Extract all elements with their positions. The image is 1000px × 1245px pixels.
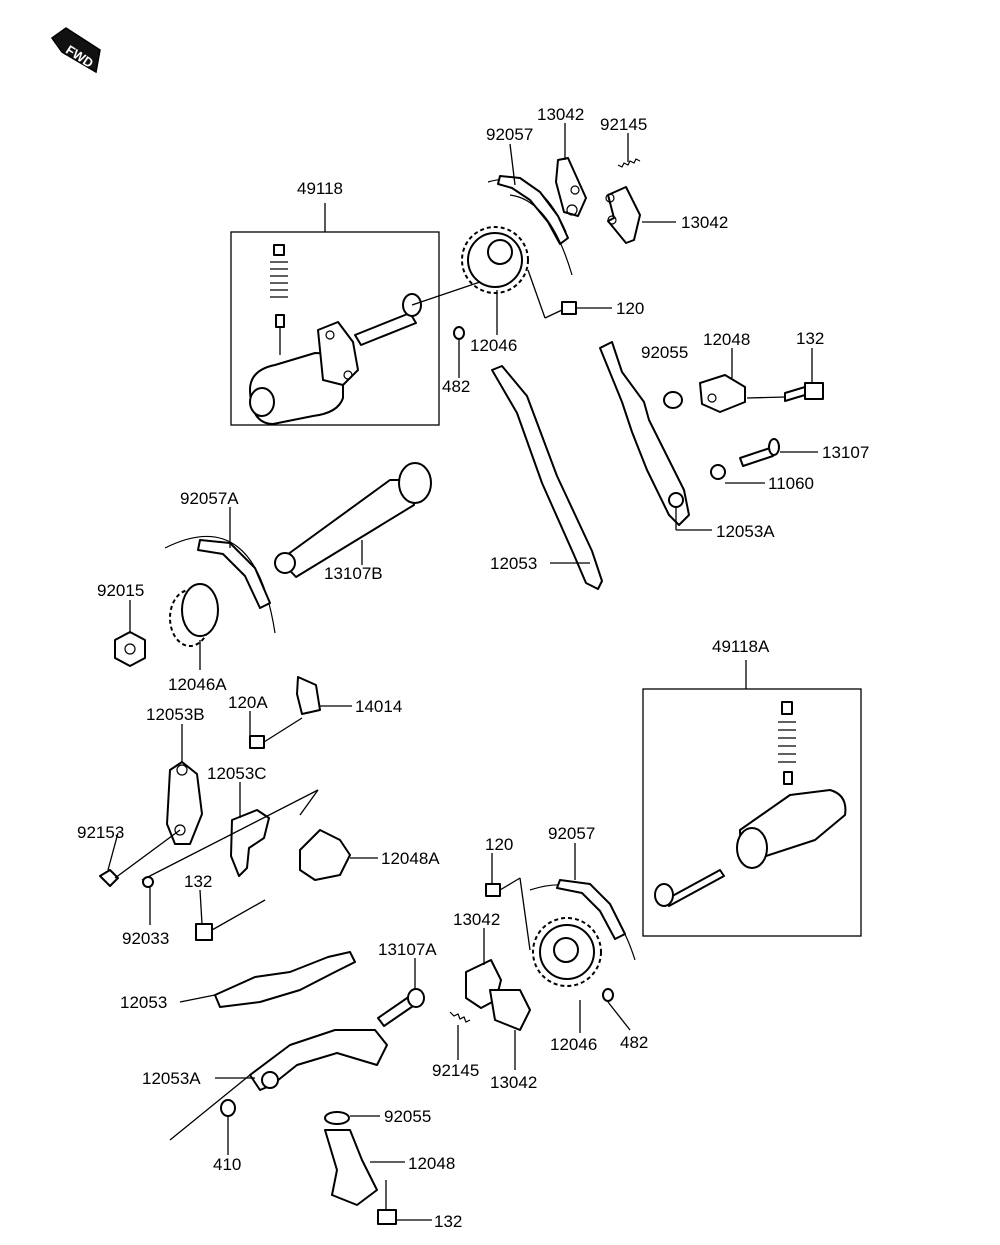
label-12046A: 12046A (168, 675, 227, 694)
part-12053-guide-mid (491, 365, 603, 590)
part-13107B-shaft (274, 462, 432, 578)
part-92015-nut (114, 631, 146, 667)
label-120A: 120A (228, 693, 268, 712)
part-120-bolt-top (527, 269, 577, 319)
label-92015: 92015 (97, 581, 144, 600)
part-labels: 49118 92057 13042 92145 13042 120 12046 … (77, 105, 869, 1231)
part-12046-sprocket-low (532, 917, 602, 987)
label-12053A-low: 12053A (142, 1069, 201, 1088)
label-482-low: 482 (620, 1033, 648, 1052)
fwd-arrow-icon: FWD (50, 27, 101, 74)
part-12048-tensioner-top (699, 374, 746, 413)
label-13107A: 13107A (378, 940, 437, 959)
label-132-mid: 132 (184, 872, 212, 891)
label-12048-low: 12048 (408, 1154, 455, 1173)
part-13042-weight-right (605, 186, 641, 244)
label-11060: 11060 (768, 474, 814, 493)
part-482-ring-low (602, 988, 614, 1002)
label-13042-low: 13042 (453, 910, 500, 929)
label-92033: 92033 (122, 929, 169, 948)
part-92153-bolt (99, 829, 181, 887)
part-14014-bracket (296, 676, 321, 715)
label-12053-mid: 12053 (490, 554, 537, 573)
part-120-bolt-low (485, 877, 531, 951)
label-12046-top: 12046 (470, 336, 517, 355)
label-92153: 92153 (77, 823, 124, 842)
part-13042-weight-top (555, 157, 587, 217)
label-12053A-top: 12053A (716, 522, 775, 541)
part-482-ring-top (453, 326, 465, 340)
part-12046A-gear (169, 583, 219, 670)
part-12053-guide-low (214, 951, 356, 1008)
label-132-low: 132 (434, 1212, 462, 1231)
part-13042-weight-low2 (489, 989, 531, 1031)
label-12046-low: 12046 (550, 1035, 597, 1054)
part-49118-camshaft-assembly (230, 203, 440, 426)
part-11060-washer (710, 464, 726, 480)
label-12048-top: 12048 (703, 330, 750, 349)
label-92055-top: 92055 (641, 343, 688, 362)
label-92055-low: 92055 (384, 1107, 431, 1126)
part-12048A-tensioner (299, 829, 351, 881)
label-92145-top: 92145 (600, 115, 647, 134)
label-13042-right: 13042 (681, 213, 728, 232)
label-12048A: 12048A (381, 849, 440, 868)
part-132-bolt-mid (195, 899, 266, 941)
label-92057-top: 92057 (486, 125, 533, 144)
label-13107: 13107 (822, 443, 869, 462)
label-482-top: 482 (442, 377, 470, 396)
box-49118 (230, 231, 440, 426)
part-92057A-chain (164, 535, 276, 634)
label-49118A: 49118A (712, 637, 770, 656)
label-13042-top: 13042 (537, 105, 584, 124)
part-92055-oring-top (663, 391, 683, 409)
part-12053B-guide (166, 761, 203, 845)
part-13107-pin (739, 438, 780, 467)
part-92145-spring-low (449, 1011, 471, 1023)
label-13042-low2: 13042 (490, 1073, 537, 1092)
label-410: 410 (213, 1155, 241, 1174)
part-12053A-tensioner-guide-top (599, 341, 690, 526)
leader-lines (107, 123, 818, 1221)
label-92057-low: 92057 (548, 824, 595, 843)
label-132-top: 132 (796, 329, 824, 348)
label-49118: 49118 (297, 179, 343, 198)
label-120-low: 120 (485, 835, 513, 854)
label-92057A: 92057A (180, 489, 239, 508)
part-12046-sprocket-top (411, 226, 529, 306)
part-49118A-camshaft-assembly (642, 660, 862, 937)
part-92057-chain-low (529, 879, 636, 961)
label-12053-low: 12053 (120, 993, 167, 1012)
label-12053C: 12053C (207, 764, 267, 783)
part-410-washer (220, 1099, 236, 1117)
part-132-bolt-top (746, 382, 824, 402)
label-14014: 14014 (355, 697, 402, 716)
part-120A-bolt (249, 717, 303, 749)
part-12048-tensioner-low (324, 1129, 378, 1206)
label-92145-low: 92145 (432, 1061, 479, 1080)
label-13107B: 13107B (324, 564, 383, 583)
part-12053C-lever (230, 809, 270, 877)
label-120-top: 120 (616, 299, 644, 318)
part-92057-chain-top (487, 175, 573, 276)
part-132-bolt-low (377, 1180, 397, 1225)
part-92145-spring-top (617, 158, 641, 168)
label-12053B: 12053B (146, 705, 205, 724)
part-13107A-pin (377, 988, 425, 1027)
part-92055-oring-low (324, 1111, 350, 1125)
